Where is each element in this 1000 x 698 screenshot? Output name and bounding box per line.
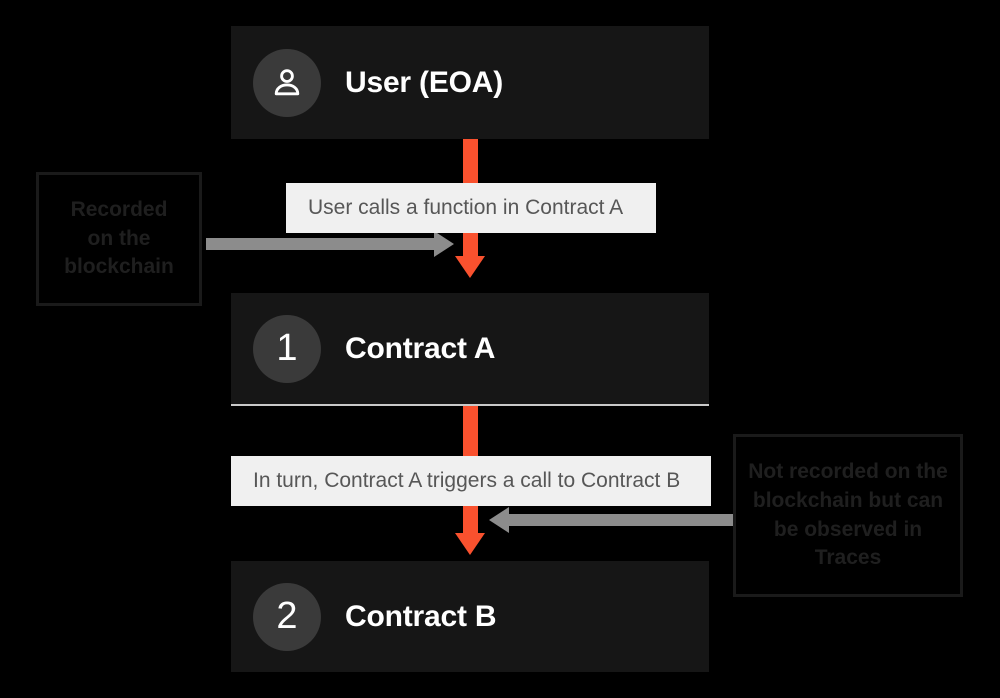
annotation-not-recorded-line-4: Traces [814,546,882,570]
annotation-not-recorded-line-3: be observed in [773,517,923,541]
annotation-not-recorded-line-2: blockchain but can [752,488,944,512]
annotation-recorded-line-1: Recorded [70,197,168,221]
step-label-2: In turn, Contract A triggers a call to C… [231,456,711,506]
node-user[interactable]: User (EOA) [231,26,709,139]
person-icon [274,68,300,95]
node-contract-a-step-badge: 1 [253,314,321,383]
annotation-arrow-right-line [509,514,734,526]
annotation-recorded: Recorded on the blockchain [36,172,202,306]
person-avatar [253,48,321,117]
step-label-1: User calls a function in Contract A [286,183,656,233]
annotation-arrow-left-line [206,238,434,250]
step-label-1-text: User calls a function in Contract A [308,196,624,219]
annotation-arrow-right-head [489,507,509,533]
arrowhead-user-to-contract-a [455,256,485,278]
node-user-label: User (EOA) [345,65,504,99]
node-contract-a-label: Contract A [345,331,496,365]
node-contract-a[interactable]: 1 Contract A [231,293,709,406]
annotation-not-recorded-line-1: Not recorded on the [748,459,948,483]
node-contract-b-step-badge: 2 [253,582,321,651]
annotation-recorded-line-2: on the [87,226,151,250]
node-contract-b[interactable]: 2 Contract B [231,561,709,672]
annotation-not-recorded: Not recorded on the blockchain but can b… [733,434,963,597]
step-label-2-text: In turn, Contract A triggers a call to C… [253,469,681,492]
arrowhead-contract-a-to-contract-b [455,533,485,555]
annotation-recorded-line-3: blockchain [64,255,174,279]
node-contract-b-label: Contract B [345,599,497,633]
annotation-arrow-left-head [434,231,454,257]
